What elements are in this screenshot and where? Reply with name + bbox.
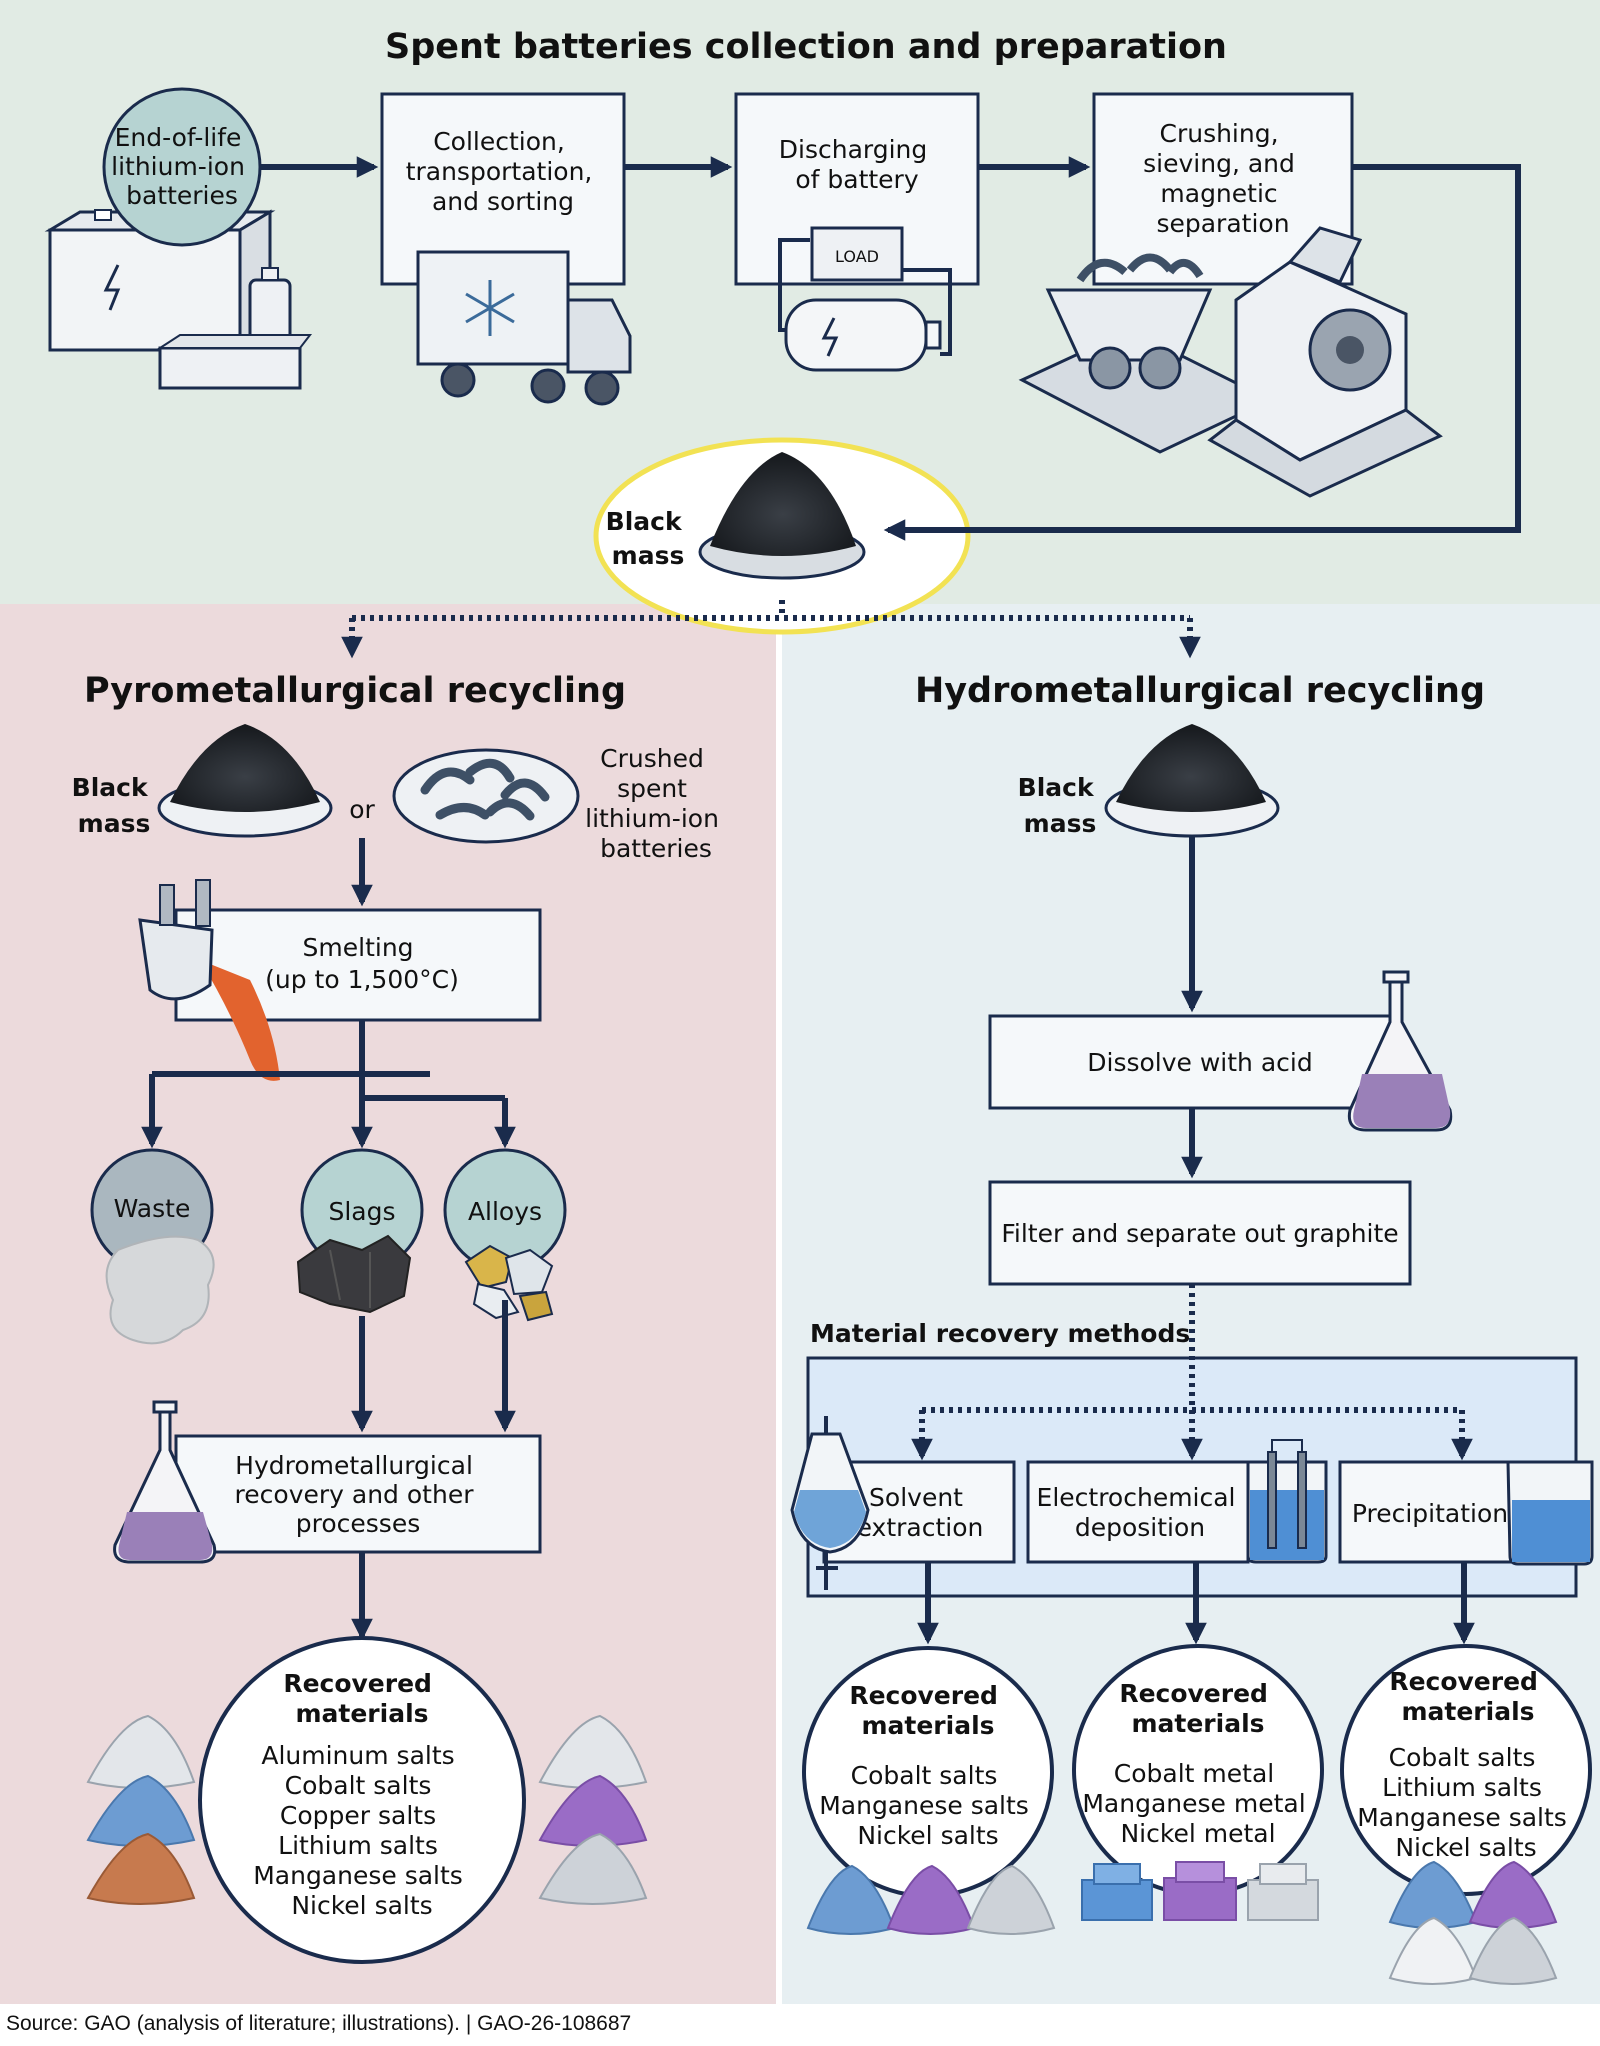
hydro-salts-3-icon (1388, 1860, 1558, 1985)
pyro-recovered-list: Aluminum salts Cobalt salts Copper salts… (253, 1741, 471, 1920)
dissolve-label: Dissolve with acid (1087, 1048, 1312, 1077)
solvent-label: Solvent extraction (857, 1483, 984, 1542)
collection-label: Collection, transportation, and sorting (406, 127, 601, 216)
hydro-black-mass-pile-icon (1104, 724, 1280, 838)
alloys-label: Alloys (468, 1197, 542, 1226)
pyro-hydro-recovery-box (174, 1434, 542, 1554)
crushing-label: Crushing, sieving, and magnetic separati… (1143, 119, 1303, 238)
top-title: Spent batteries collection and preparati… (385, 27, 1227, 67)
methods-title: Material recovery methods (810, 1319, 1190, 1348)
crushed-batteries-label: Crushed spent lithium-ion batteries (585, 744, 727, 863)
pyro-recovered-circle (198, 1636, 526, 1964)
hydro-recovered-1-list: Cobalt salts Manganese salts Nickel salt… (819, 1761, 1037, 1850)
discharging-label: Discharging of battery (779, 135, 935, 194)
discharging-battery-icon: LOAD (778, 226, 952, 372)
black-mass-pile-icon (698, 452, 866, 580)
top-black-mass-label: Black mass (606, 507, 691, 570)
arrow-crushing-to-black-mass (883, 164, 1521, 541)
precipitation-beaker-icon (1506, 1460, 1594, 1566)
hydro-recovered-3-circle (1340, 1644, 1592, 1896)
alloys-cubes-icon (464, 1244, 554, 1322)
hydro-recovered-2-title: Recovered materials (1119, 1679, 1276, 1738)
crusher-machine-icon (1018, 226, 1443, 498)
pyro-title: Pyrometallurgical recycling (84, 671, 626, 711)
filter-label: Filter and separate out graphite (1001, 1219, 1398, 1248)
pyro-salt-piles-right-icon (538, 1714, 648, 1905)
slags-rocks-icon (296, 1234, 412, 1314)
pyro-black-mass-label: Black mass (72, 773, 157, 838)
electrodeposition-beaker-icon (1246, 1439, 1328, 1564)
filter-box (988, 1180, 1412, 1286)
load-label: LOAD (835, 247, 879, 266)
hydro-recovered-2-list: Cobalt metal Manganese metal Nickel meta… (1082, 1759, 1313, 1848)
pyro-or-label: or (349, 795, 375, 824)
smelting-split-lines (152, 1020, 505, 1101)
hydro-recovered-3-list: Cobalt salts Lithium salts Manganese sal… (1357, 1743, 1575, 1862)
hydro-recovered-1-title: Recovered materials (849, 1681, 1006, 1740)
smelting-label: Smelting (up to 1,500°C) (265, 933, 459, 994)
ladle-molten-metal-icon (138, 879, 280, 1081)
hydro-salts-1-icon (806, 1864, 1056, 1935)
truck-icon (416, 250, 632, 406)
pyro-hydro-recovery-label: Hydrometallurgical recovery and other pr… (235, 1451, 482, 1538)
dissolve-box (988, 1014, 1402, 1110)
crushed-batteries-plate-icon (392, 748, 580, 844)
hydro-metals-icon (1081, 1861, 1319, 1921)
separatory-funnel-icon (790, 1416, 870, 1590)
dotted-split-line (352, 600, 1190, 621)
slags-label: Slags (328, 1197, 395, 1226)
source-note: Source: GAO (analysis of literature; ill… (6, 2012, 632, 2035)
hydro-title: Hydrometallurgical recycling (915, 671, 1485, 711)
precip-label: Precipitation (1352, 1499, 1508, 1528)
pyro-flask-icon (113, 1400, 217, 1564)
waste-label: Waste (114, 1194, 191, 1223)
waste-smoke-icon (105, 1235, 215, 1345)
pyro-salt-piles-left-icon (86, 1714, 196, 1905)
hydro-black-mass-label: Black mass (1018, 773, 1103, 838)
hydro-recovered-3-title: Recovered materials (1389, 1667, 1546, 1726)
end-of-life-label: End-of-life lithium-ion batteries (111, 123, 253, 210)
pyro-recovered-title: Recovered materials (283, 1669, 440, 1728)
pyro-black-mass-pile-icon (157, 724, 333, 838)
electro-box (1026, 1460, 1250, 1564)
hydro-flask-icon (1347, 970, 1453, 1132)
electro-label: Electrochemical deposition (1037, 1483, 1244, 1542)
